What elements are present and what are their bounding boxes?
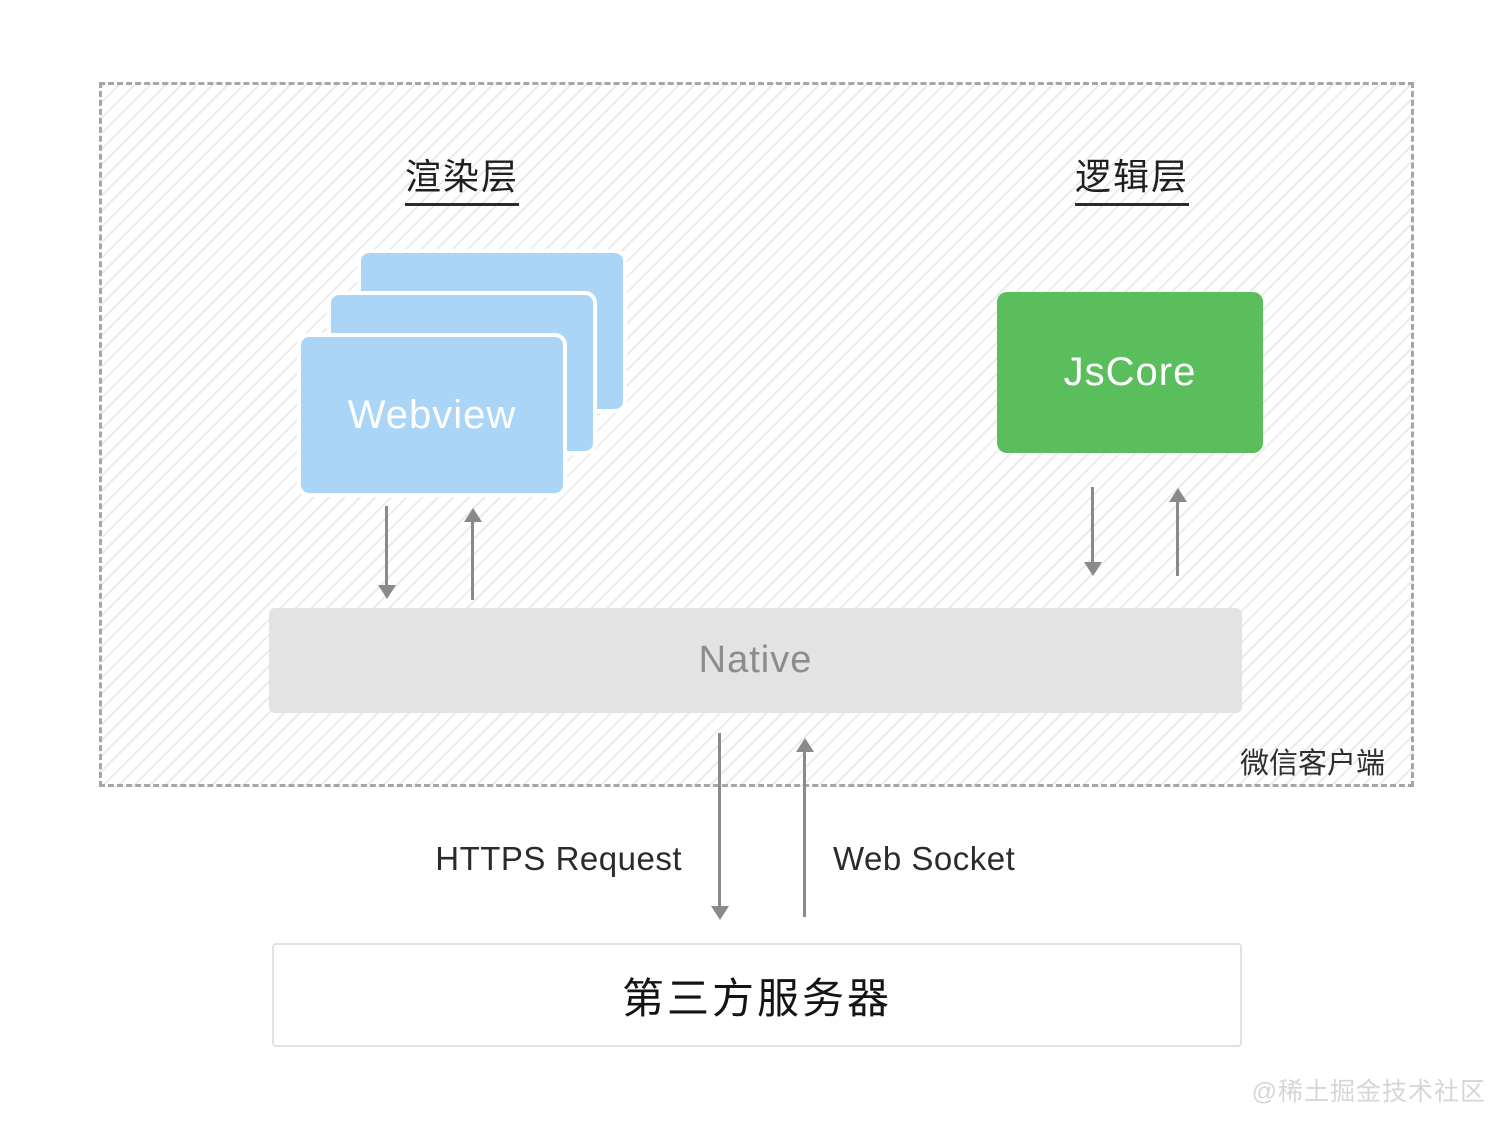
- web-socket-label: Web Socket: [833, 840, 1016, 877]
- logic-layer-title-text: 逻辑层: [1074, 148, 1189, 206]
- rendering-layer-title-text: 渲染层: [404, 148, 519, 206]
- webview-label: Webview: [347, 392, 517, 437]
- web-socket-arrow: [803, 751, 806, 917]
- third-party-server-box: 第三方服务器: [272, 943, 1242, 1047]
- jscore-to-native-arrow: [1091, 487, 1094, 563]
- logic-layer-title: 逻辑层: [982, 148, 1282, 206]
- webview-to-native-arrow: [385, 506, 388, 586]
- native-to-jscore-arrow: [1176, 501, 1179, 576]
- jscore-label: JsCore: [1063, 350, 1197, 394]
- watermark: @稀土掘金技术社区: [1251, 1078, 1486, 1106]
- https-request-label: HTTPS Request: [435, 840, 682, 877]
- native-to-webview-arrow: [471, 521, 474, 600]
- https-request-arrow: [718, 733, 721, 907]
- jscore-box: JsCore: [997, 292, 1263, 453]
- webview-card-front: Webview: [297, 333, 567, 497]
- native-bar: Native: [269, 608, 1242, 713]
- wechat-client-label: 微信客户端: [1239, 748, 1385, 780]
- rendering-layer-title: 渲染层: [312, 148, 612, 206]
- native-label: Native: [698, 639, 813, 681]
- third-party-server-label: 第三方服务器: [621, 974, 892, 1022]
